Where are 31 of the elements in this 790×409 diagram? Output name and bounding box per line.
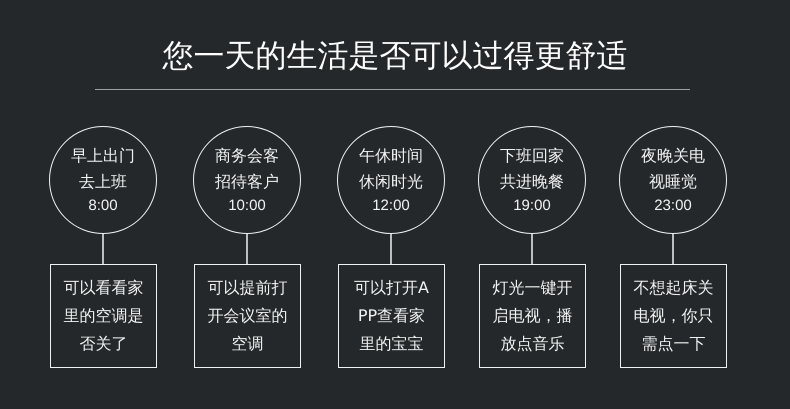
time-circle [337, 126, 445, 234]
connector-line [672, 234, 674, 264]
time-text: 10:00 [228, 196, 266, 216]
activity-text: 早上出门去上班 [70, 145, 136, 193]
description-text: 可以看看家里的空调是否关了 [62, 277, 144, 355]
activity-text: 商务会客招待客户 [214, 145, 280, 193]
description-box [50, 264, 157, 368]
description-text: 可以提前打开会议室的空调 [206, 277, 288, 355]
description-text: 不想起床关电视，你只需点一下 [632, 277, 714, 355]
activity-text: 夜晚关电视睡觉 [640, 145, 706, 193]
time-circle [619, 126, 727, 234]
description-box [479, 264, 586, 368]
description-box [194, 264, 301, 368]
description-text: 灯光一键开启电视，播放点音乐 [492, 277, 574, 355]
connector-line [390, 234, 392, 264]
time-circle [49, 126, 157, 234]
description-box [620, 264, 727, 368]
title: 您一天的生活是否可以过得更舒适 [161, 37, 628, 76]
activity-text: 下班回家共进晚餐 [499, 145, 565, 193]
connector-line [102, 234, 104, 264]
time-text: 12:00 [372, 196, 410, 216]
connector-line [246, 234, 248, 264]
time-circle [193, 126, 301, 234]
connector-line [531, 234, 533, 264]
time-text: 8:00 [88, 196, 118, 216]
time-text: 23:00 [654, 196, 692, 216]
description-text: 可以打开APP查看家里的宝宝 [353, 277, 430, 355]
description-box [338, 264, 445, 368]
time-circle [478, 126, 586, 234]
time-text: 19:00 [513, 196, 551, 216]
activity-text: 午休时间休闲时光 [358, 145, 424, 193]
